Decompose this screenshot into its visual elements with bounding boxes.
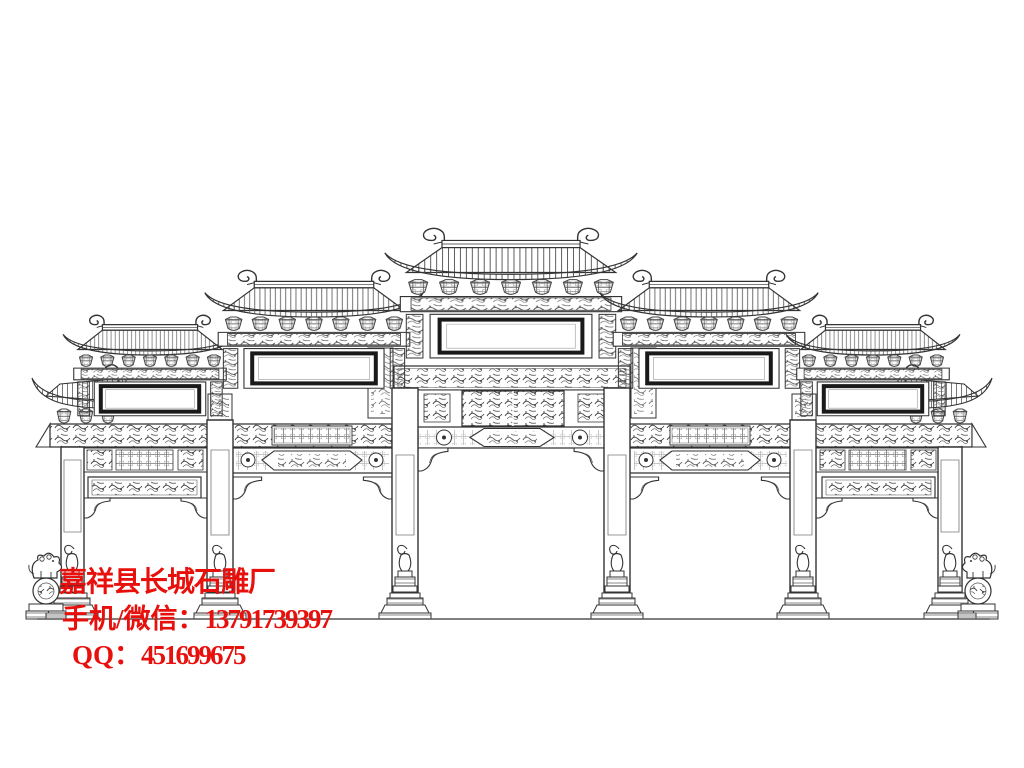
gate-tower-outer-right xyxy=(786,315,960,415)
company-name: 嘉祥县长城石雕厂 xyxy=(59,567,276,598)
qq-line: QQ：451699675 xyxy=(72,633,247,672)
outer-left-bay xyxy=(83,448,208,519)
gate-tower-middle-left xyxy=(205,270,423,388)
gate-tower-outer-left xyxy=(63,315,237,415)
gate-tower-middle-right xyxy=(600,270,818,388)
phone-wechat-line: 手机/微信：13791739397 xyxy=(62,597,333,636)
middle-left-bay xyxy=(230,448,395,500)
qq-number: 451699675 xyxy=(141,640,246,670)
gate-tower-center xyxy=(385,228,637,358)
outer-right-bay xyxy=(815,448,940,519)
qq-label: QQ： xyxy=(72,640,142,670)
phone-number: 13791739397 xyxy=(204,604,333,634)
middle-right-bay xyxy=(628,448,793,500)
phone-label: 手机/微信： xyxy=(62,604,205,634)
lion-statue-right xyxy=(957,552,999,620)
